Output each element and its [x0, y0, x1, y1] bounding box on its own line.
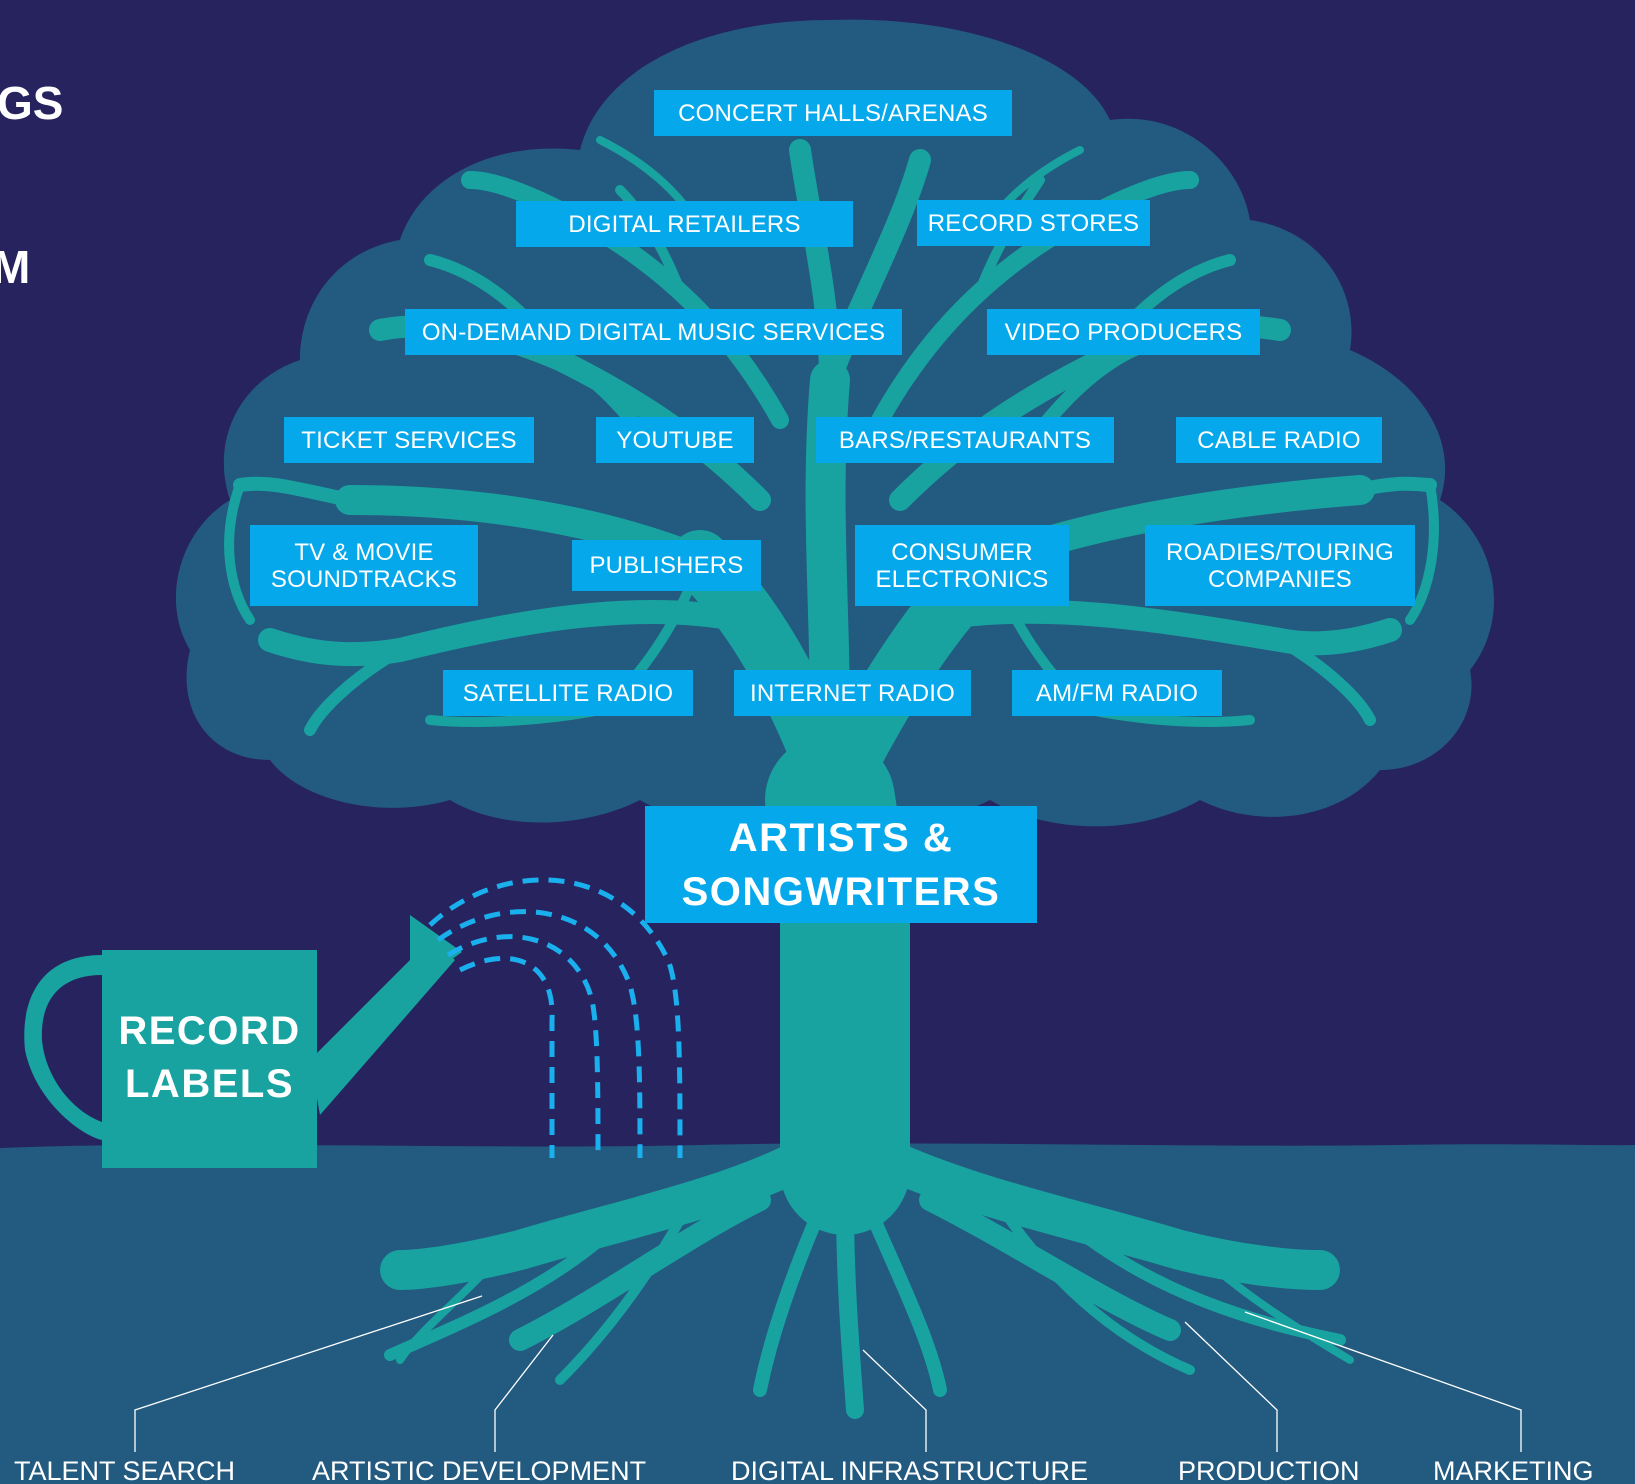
heading-fragment-top: GS: [0, 77, 64, 129]
root-production: PRODUCTION: [1178, 1456, 1360, 1484]
label-record-labels: RECORD LABELS: [102, 1005, 317, 1111]
label-cable-radio: CABLE RADIO: [1176, 417, 1382, 463]
label-ticket-services: TICKET SERVICES: [284, 417, 534, 463]
label-consumer-line2: ELECTRONICS: [875, 565, 1049, 593]
label-am-fm-radio: AM/FM RADIO: [1012, 670, 1222, 716]
root-digital-infrastructure: DIGITAL INFRASTRUCTURE: [731, 1456, 1089, 1484]
label-tv-movie-line2: SOUNDTRACKS: [270, 565, 458, 593]
label-record-stores: RECORD STORES: [917, 200, 1150, 246]
label-video-producers: VIDEO PRODUCERS: [987, 309, 1260, 355]
root-artistic-development: ARTISTIC DEVELOPMENT: [312, 1456, 647, 1484]
label-satellite-radio: SATELLITE RADIO: [443, 670, 693, 716]
heading-fragment-bottom: M: [0, 241, 31, 293]
watering-can: [24, 915, 462, 1168]
label-internet-radio: INTERNET RADIO: [734, 670, 971, 716]
label-consumer-electronics: CONSUMER ELECTRONICS: [855, 525, 1069, 606]
label-consumer-line1: CONSUMER: [891, 538, 1033, 566]
label-bars-restaurants: BARS/RESTAURANTS: [816, 417, 1114, 463]
root-marketing: MARKETING: [1433, 1456, 1594, 1484]
label-roadies-line2: COMPANIES: [1207, 565, 1353, 593]
label-publishers: PUBLISHERS: [572, 540, 761, 591]
water-stream: [428, 877, 683, 1159]
label-artists-songwriters: ARTISTS & SONGWRITERS: [645, 806, 1037, 923]
label-record-line1: RECORD: [118, 1009, 301, 1053]
label-record-line2: LABELS: [125, 1062, 294, 1106]
label-digital-retailers: DIGITAL RETAILERS: [516, 201, 853, 247]
label-roadies-line1: ROADIES/TOURING: [1166, 538, 1394, 566]
label-concert-halls: CONCERT HALLS/ARENAS: [654, 90, 1012, 136]
label-artists-line2: SONGWRITERS: [681, 869, 1001, 914]
label-youtube: YOUTUBE: [596, 417, 754, 463]
ground-shape: [0, 1143, 1635, 1484]
label-on-demand-services: ON-DEMAND DIGITAL MUSIC SERVICES: [405, 309, 902, 355]
tree-roots: [380, 1140, 1354, 1419]
root-talent-search: TALENT SEARCH: [14, 1456, 236, 1484]
label-roadies-touring: ROADIES/TOURING COMPANIES: [1145, 525, 1415, 606]
label-artists-line1: ARTISTS &: [728, 815, 954, 860]
label-tv-movie-line1: TV & MOVIE: [294, 538, 434, 566]
label-tv-movie-soundtracks: TV & MOVIE SOUNDTRACKS: [250, 525, 478, 606]
root-leader-lines: [134, 1295, 1522, 1452]
